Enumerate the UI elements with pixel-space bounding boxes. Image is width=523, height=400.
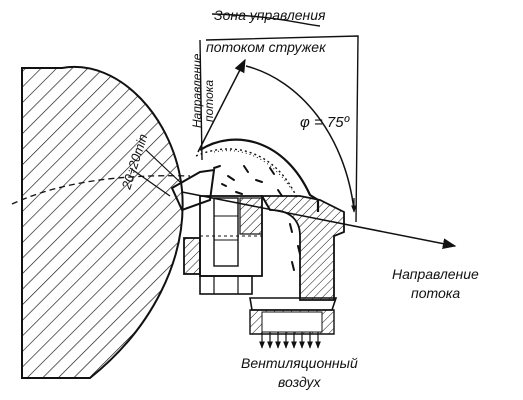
- angle-arc: [245, 65, 355, 211]
- zone-bracket: [199, 13, 359, 223]
- rotation-arc: [11, 175, 191, 205]
- angle-label: φ = 75º: [300, 114, 351, 131]
- flow-direction-label-right-line1: Направление: [392, 266, 479, 282]
- flow-direction-label-top-line1: Направление: [190, 53, 204, 128]
- flow-direction-arrow-right: [181, 191, 457, 249]
- ventilation-label-line2: воздух: [278, 374, 322, 390]
- flow-direction-label-top-line2: потока: [202, 80, 216, 122]
- cutting-tool: [170, 168, 216, 212]
- chip-hood: [195, 138, 320, 212]
- gap-dimension: [129, 149, 181, 197]
- flow-direction-label-right-line2: потока: [411, 285, 460, 301]
- zone-label-line2: потоком стружек: [206, 39, 327, 55]
- suction-housing: [260, 195, 345, 301]
- chip-particles: [213, 165, 301, 271]
- workpiece: [21, 65, 184, 379]
- flow-direction-arrow-up: [197, 58, 246, 153]
- air-flow-arrows: [259, 332, 321, 349]
- clamp-block: [183, 195, 263, 295]
- ventilation-label-line1: Вентиляционный: [241, 355, 358, 371]
- air-nozzle: [249, 297, 338, 335]
- zone-label-line1: Зона управления: [214, 7, 326, 23]
